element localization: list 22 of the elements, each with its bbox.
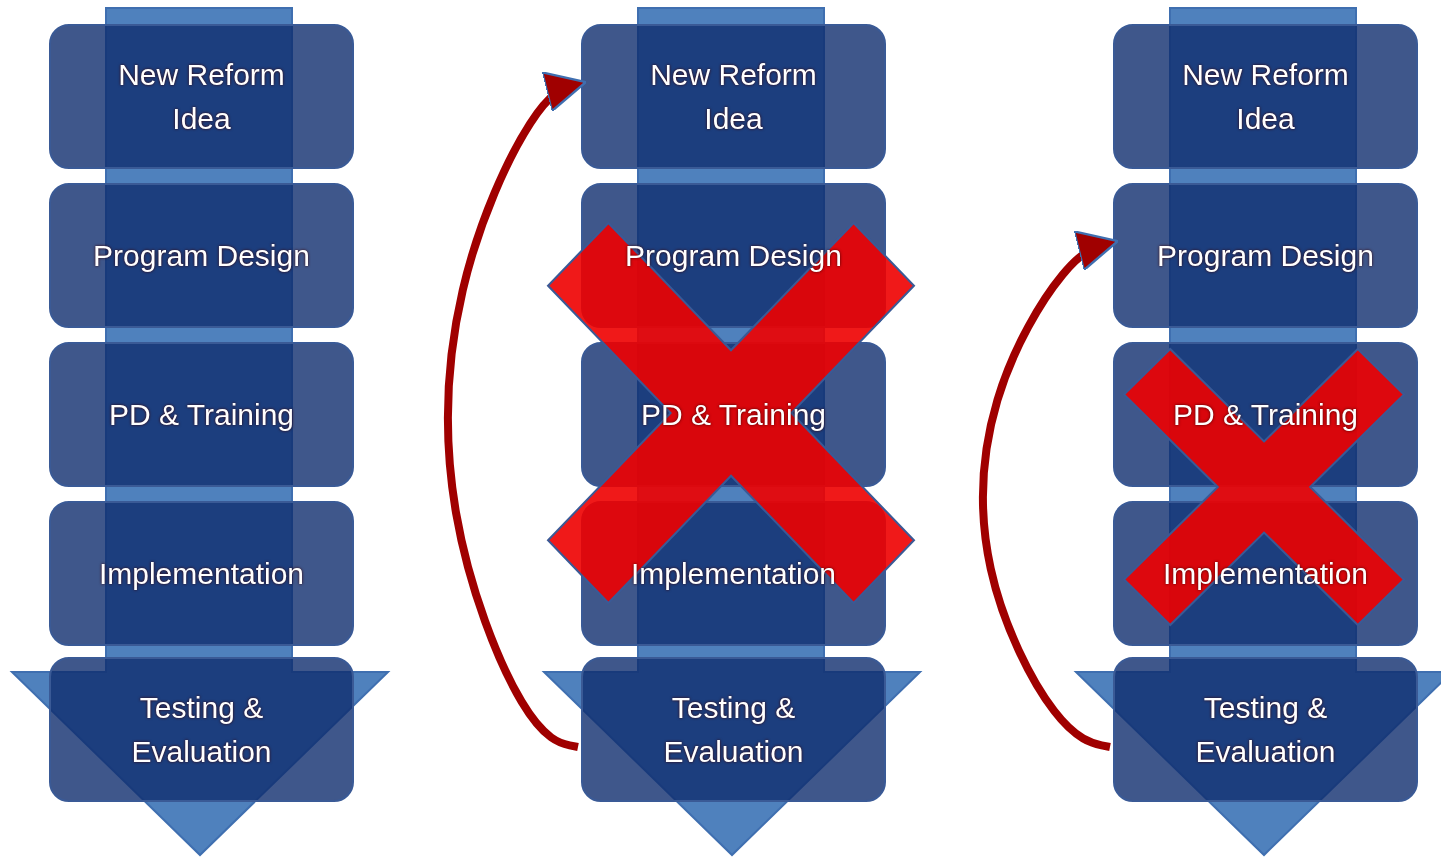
step-box (49, 501, 354, 646)
step-box (581, 24, 886, 169)
step-box (1113, 657, 1418, 802)
step-label: PD & Training (108, 396, 295, 433)
step-box (49, 342, 354, 487)
step-box (1113, 24, 1418, 169)
step-box (581, 657, 886, 802)
step-label: Testing & Evaluation (130, 690, 273, 770)
step-label: New Reform Idea (117, 57, 286, 137)
curved-arrow (979, 230, 1119, 751)
step-label: New Reform Idea (1181, 57, 1350, 137)
step-label: Testing & Evaluation (1194, 690, 1337, 770)
step-box (49, 24, 354, 169)
step-label: Testing & Evaluation (662, 690, 805, 770)
step-box (49, 657, 354, 802)
step-label: New Reform Idea (649, 57, 818, 137)
step-box (1113, 183, 1418, 328)
step-label: Program Design (93, 237, 310, 274)
step-box (49, 183, 354, 328)
step-label: Implementation (98, 555, 305, 592)
curved-arrow (444, 71, 587, 751)
step-label: Program Design (1157, 237, 1374, 274)
